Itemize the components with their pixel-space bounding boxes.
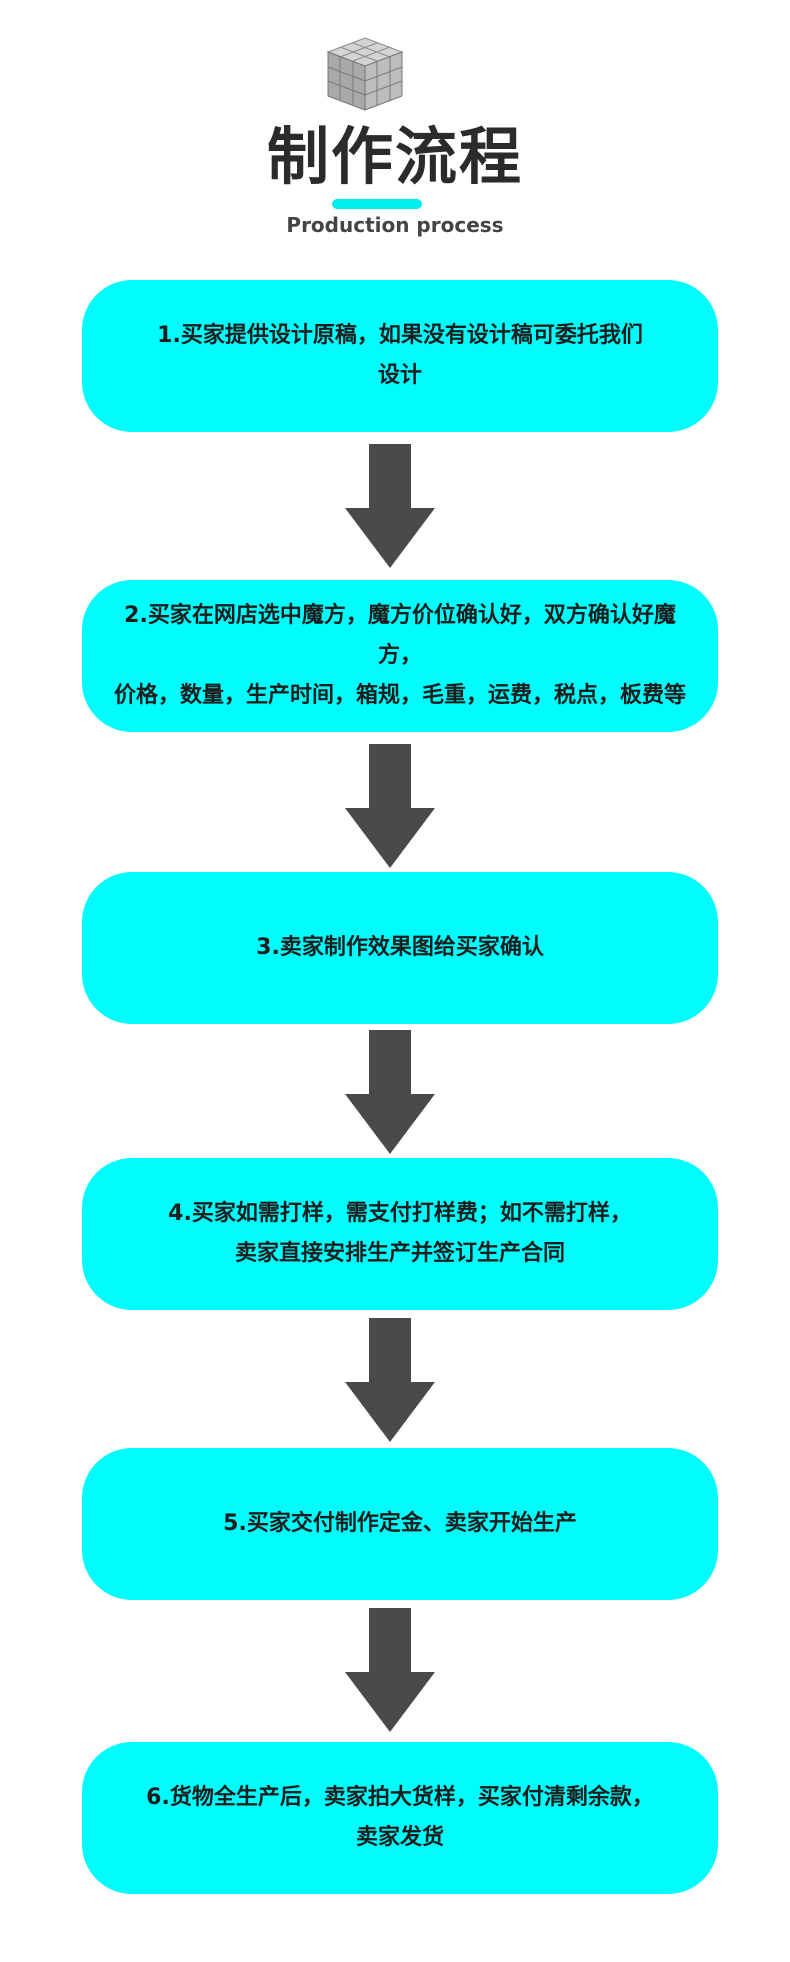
flow-step-1: 1.买家提供设计原稿，如果没有设计稿可委托我们 设计 — [82, 280, 718, 432]
down-arrow-icon — [345, 744, 435, 868]
title-underline — [332, 199, 422, 209]
page-header: 制作流程 Production process — [0, 0, 790, 250]
flow-step-2: 2.买家在网店选中魔方，魔方价位确认好，双方确认好魔方， 价格，数量，生产时间，… — [82, 580, 718, 732]
flow-step-6: 6.货物全生产后，卖家拍大货样，买家付清剩余款， 卖家发货 — [82, 1742, 718, 1894]
flow-step-4-text: 4.买家如需打样，需支付打样费；如不需打样， 卖家直接安排生产并签订生产合同 — [168, 1201, 632, 1266]
down-arrow-icon — [345, 1030, 435, 1154]
page-subtitle: Production process — [286, 213, 504, 237]
down-arrow-icon — [345, 444, 435, 568]
flow-step-3: 3.卖家制作效果图给买家确认 — [82, 872, 718, 1024]
down-arrow-icon — [345, 1608, 435, 1732]
flow-step-5: 5.买家交付制作定金、卖家开始生产 — [82, 1448, 718, 1600]
flow-step-5-text: 5.买家交付制作定金、卖家开始生产 — [223, 1511, 577, 1536]
flow-step-4: 4.买家如需打样，需支付打样费；如不需打样， 卖家直接安排生产并签订生产合同 — [82, 1158, 718, 1310]
flow-step-2-text: 2.买家在网店选中魔方，魔方价位确认好，双方确认好魔方， 价格，数量，生产时间，… — [113, 603, 686, 708]
flow-step-6-text: 6.货物全生产后，卖家拍大货样，买家付清剩余款， 卖家发货 — [146, 1785, 654, 1850]
down-arrow-icon — [345, 1318, 435, 1442]
flow-step-3-text: 3.卖家制作效果图给买家确认 — [256, 935, 544, 960]
rubiks-cube-icon — [320, 34, 410, 114]
flow-step-1-text: 1.买家提供设计原稿，如果没有设计稿可委托我们 设计 — [157, 323, 643, 388]
page-title: 制作流程 — [266, 120, 523, 193]
